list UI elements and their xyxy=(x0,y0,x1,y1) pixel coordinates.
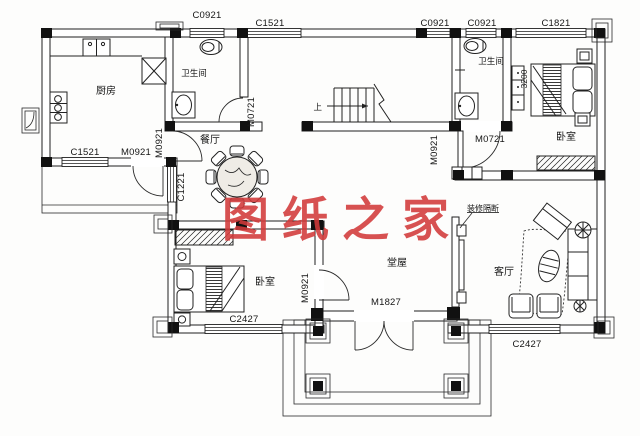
stairs-up-label: 上 xyxy=(313,102,322,112)
exterior-details xyxy=(21,18,615,339)
window-label: C1821 xyxy=(542,18,571,29)
staircase xyxy=(327,83,392,123)
terrace-left xyxy=(41,165,178,214)
nightstand xyxy=(576,48,593,64)
corner-pilaster xyxy=(153,214,173,234)
top-vent xyxy=(155,21,184,31)
wardrobe xyxy=(536,155,596,171)
window-label: C2427 xyxy=(230,314,259,325)
living-room-furniture xyxy=(508,202,598,319)
toilet xyxy=(199,39,223,55)
kitchen-sink xyxy=(82,38,111,57)
door-label: M0921 xyxy=(154,128,165,158)
door-label: M1827 xyxy=(371,297,401,308)
sofa-loveseat xyxy=(532,202,573,241)
partition-label: 装修隔断 xyxy=(467,203,499,213)
room-label-bedroom-right: 卧室 xyxy=(556,130,576,143)
window-c1521-top xyxy=(242,28,302,38)
bed xyxy=(530,63,596,117)
room-label-bath-left: 卫生间 xyxy=(181,68,207,78)
doors xyxy=(132,97,501,351)
window-c0921-a xyxy=(189,28,225,38)
window-label: C0921 xyxy=(193,10,222,21)
dimension-label: 3200 xyxy=(519,69,529,88)
bedroom-left-furniture xyxy=(173,229,245,327)
window-label: C0921 xyxy=(468,18,497,29)
plant xyxy=(573,299,587,313)
washbasin xyxy=(454,92,479,120)
room-label-kitchen: 厨房 xyxy=(96,84,116,97)
armchair xyxy=(536,293,562,319)
window-label: C1221 xyxy=(176,173,187,202)
bathroom-left-fixtures xyxy=(171,39,223,119)
bedroom-right-furniture xyxy=(511,48,596,171)
room-label-hall: 堂屋 xyxy=(387,257,407,269)
room-label-living: 客厅 xyxy=(494,265,514,278)
window-c1821 xyxy=(515,28,587,38)
room-label-bath-right: 卫生间 xyxy=(478,56,504,66)
door-label: M0721 xyxy=(246,97,257,127)
door-label: M0921 xyxy=(429,135,440,165)
kitchen-counter xyxy=(49,38,167,124)
dining-table xyxy=(205,145,269,209)
window-label: C1521 xyxy=(256,18,285,29)
window-c2427-left xyxy=(204,324,283,334)
faucet xyxy=(455,69,465,77)
windows xyxy=(61,28,587,334)
watermark-text: 图纸之家 xyxy=(222,193,462,248)
sofa-3seat xyxy=(567,228,598,301)
washbasin xyxy=(171,91,196,119)
corner-pilaster xyxy=(152,316,173,338)
door-openings xyxy=(131,121,501,322)
window-c0921-c xyxy=(465,28,497,38)
door-label: M0921 xyxy=(121,147,151,158)
window-label: C2427 xyxy=(513,339,542,350)
dresser xyxy=(511,65,525,111)
nightstand xyxy=(574,112,591,127)
bathroom-right-fixtures xyxy=(454,38,487,120)
kitchen-flue xyxy=(141,57,167,85)
coffee-table xyxy=(538,249,560,283)
bed xyxy=(173,265,245,313)
door-label: M0921 xyxy=(300,273,311,303)
window-c1521-kitchen xyxy=(61,157,109,167)
toilet xyxy=(463,38,487,54)
dining-chairs xyxy=(205,145,269,209)
side-window-box xyxy=(21,107,40,134)
armchair xyxy=(508,293,534,319)
window-label: C1521 xyxy=(71,147,100,158)
nightstand xyxy=(173,248,191,265)
wardrobe xyxy=(174,229,234,246)
room-label-dining: 餐厅 xyxy=(200,133,220,146)
plant xyxy=(574,221,592,239)
window-c2427-right xyxy=(488,324,561,334)
corner-pilaster xyxy=(591,18,613,43)
window-label: C0921 xyxy=(421,18,450,29)
labels: C0921 C1521 C0921 C0921 C1821 厨房 卫生间 卫生间… xyxy=(71,10,577,350)
porch-pillars xyxy=(305,318,469,399)
columns xyxy=(41,28,605,333)
corner-pilaster xyxy=(593,316,615,339)
door-label: M0721 xyxy=(475,134,505,145)
room-label-bedroom-left: 卧室 xyxy=(255,275,275,288)
kitchen-stove xyxy=(49,91,68,124)
